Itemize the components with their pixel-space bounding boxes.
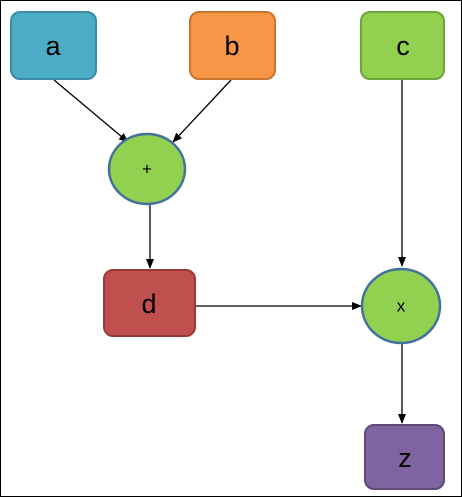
node-a: a xyxy=(10,11,97,80)
node-d-box xyxy=(103,269,196,337)
node-z-label: z xyxy=(398,443,412,473)
node-c: c xyxy=(360,11,445,80)
node-x-label: x xyxy=(397,297,406,316)
node-x: x xyxy=(360,267,442,345)
node-z-box xyxy=(364,424,445,490)
node-plus-circle xyxy=(107,132,187,206)
node-plus-label: + xyxy=(142,160,152,179)
edge-a-to-plus xyxy=(53,79,129,143)
node-plus: + xyxy=(107,132,187,206)
edge-b-to-plus xyxy=(172,79,232,143)
node-b-box xyxy=(189,11,276,80)
node-z: z xyxy=(364,424,445,490)
node-c-label: c xyxy=(396,31,410,61)
node-x-circle xyxy=(360,267,442,345)
node-d-label: d xyxy=(141,289,156,319)
node-b-label: b xyxy=(224,31,239,61)
edge-layer xyxy=(53,79,406,424)
node-d: d xyxy=(103,269,196,337)
node-b: b xyxy=(189,11,276,80)
node-a-label: a xyxy=(45,31,61,61)
node-c-box xyxy=(360,11,445,80)
node-a-box xyxy=(10,11,97,80)
